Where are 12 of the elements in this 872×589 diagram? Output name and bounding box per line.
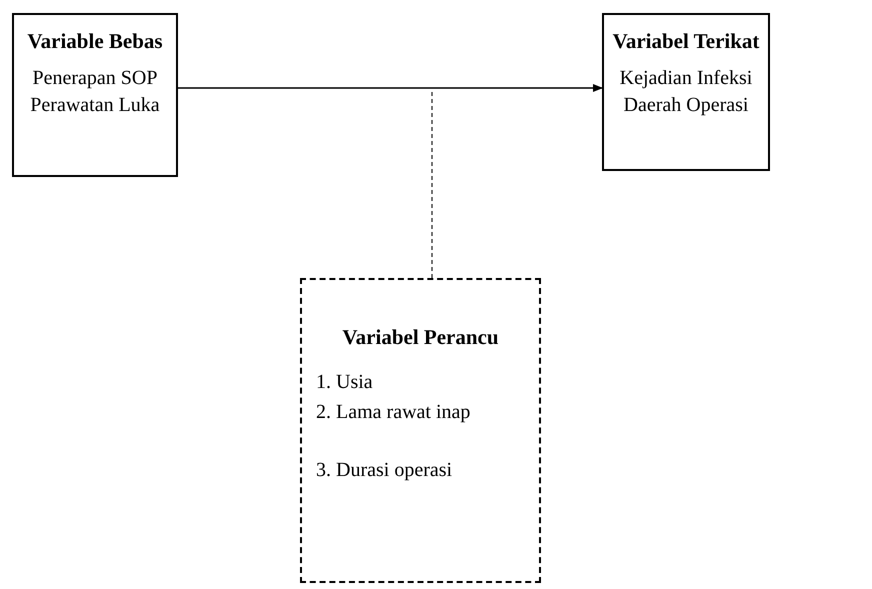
arrow xyxy=(178,84,603,92)
list-item: 1. Usia xyxy=(316,370,374,395)
list-item: 2. Lama rawat inap xyxy=(316,400,472,425)
node-text: Penerapan SOP Perawatan Luka xyxy=(29,66,161,118)
variable-box xyxy=(602,13,770,171)
node-text: Kejadian Infeksi Daerah Operasi xyxy=(618,66,754,118)
list-item: 3. Durasi operasi xyxy=(316,458,454,483)
node-heading: Variabel Perancu xyxy=(341,325,500,350)
node-heading: Variabel Terikat xyxy=(612,29,760,54)
variable-box xyxy=(12,13,178,177)
dashed-box xyxy=(300,278,541,583)
node-heading: Variable Bebas xyxy=(26,29,164,54)
